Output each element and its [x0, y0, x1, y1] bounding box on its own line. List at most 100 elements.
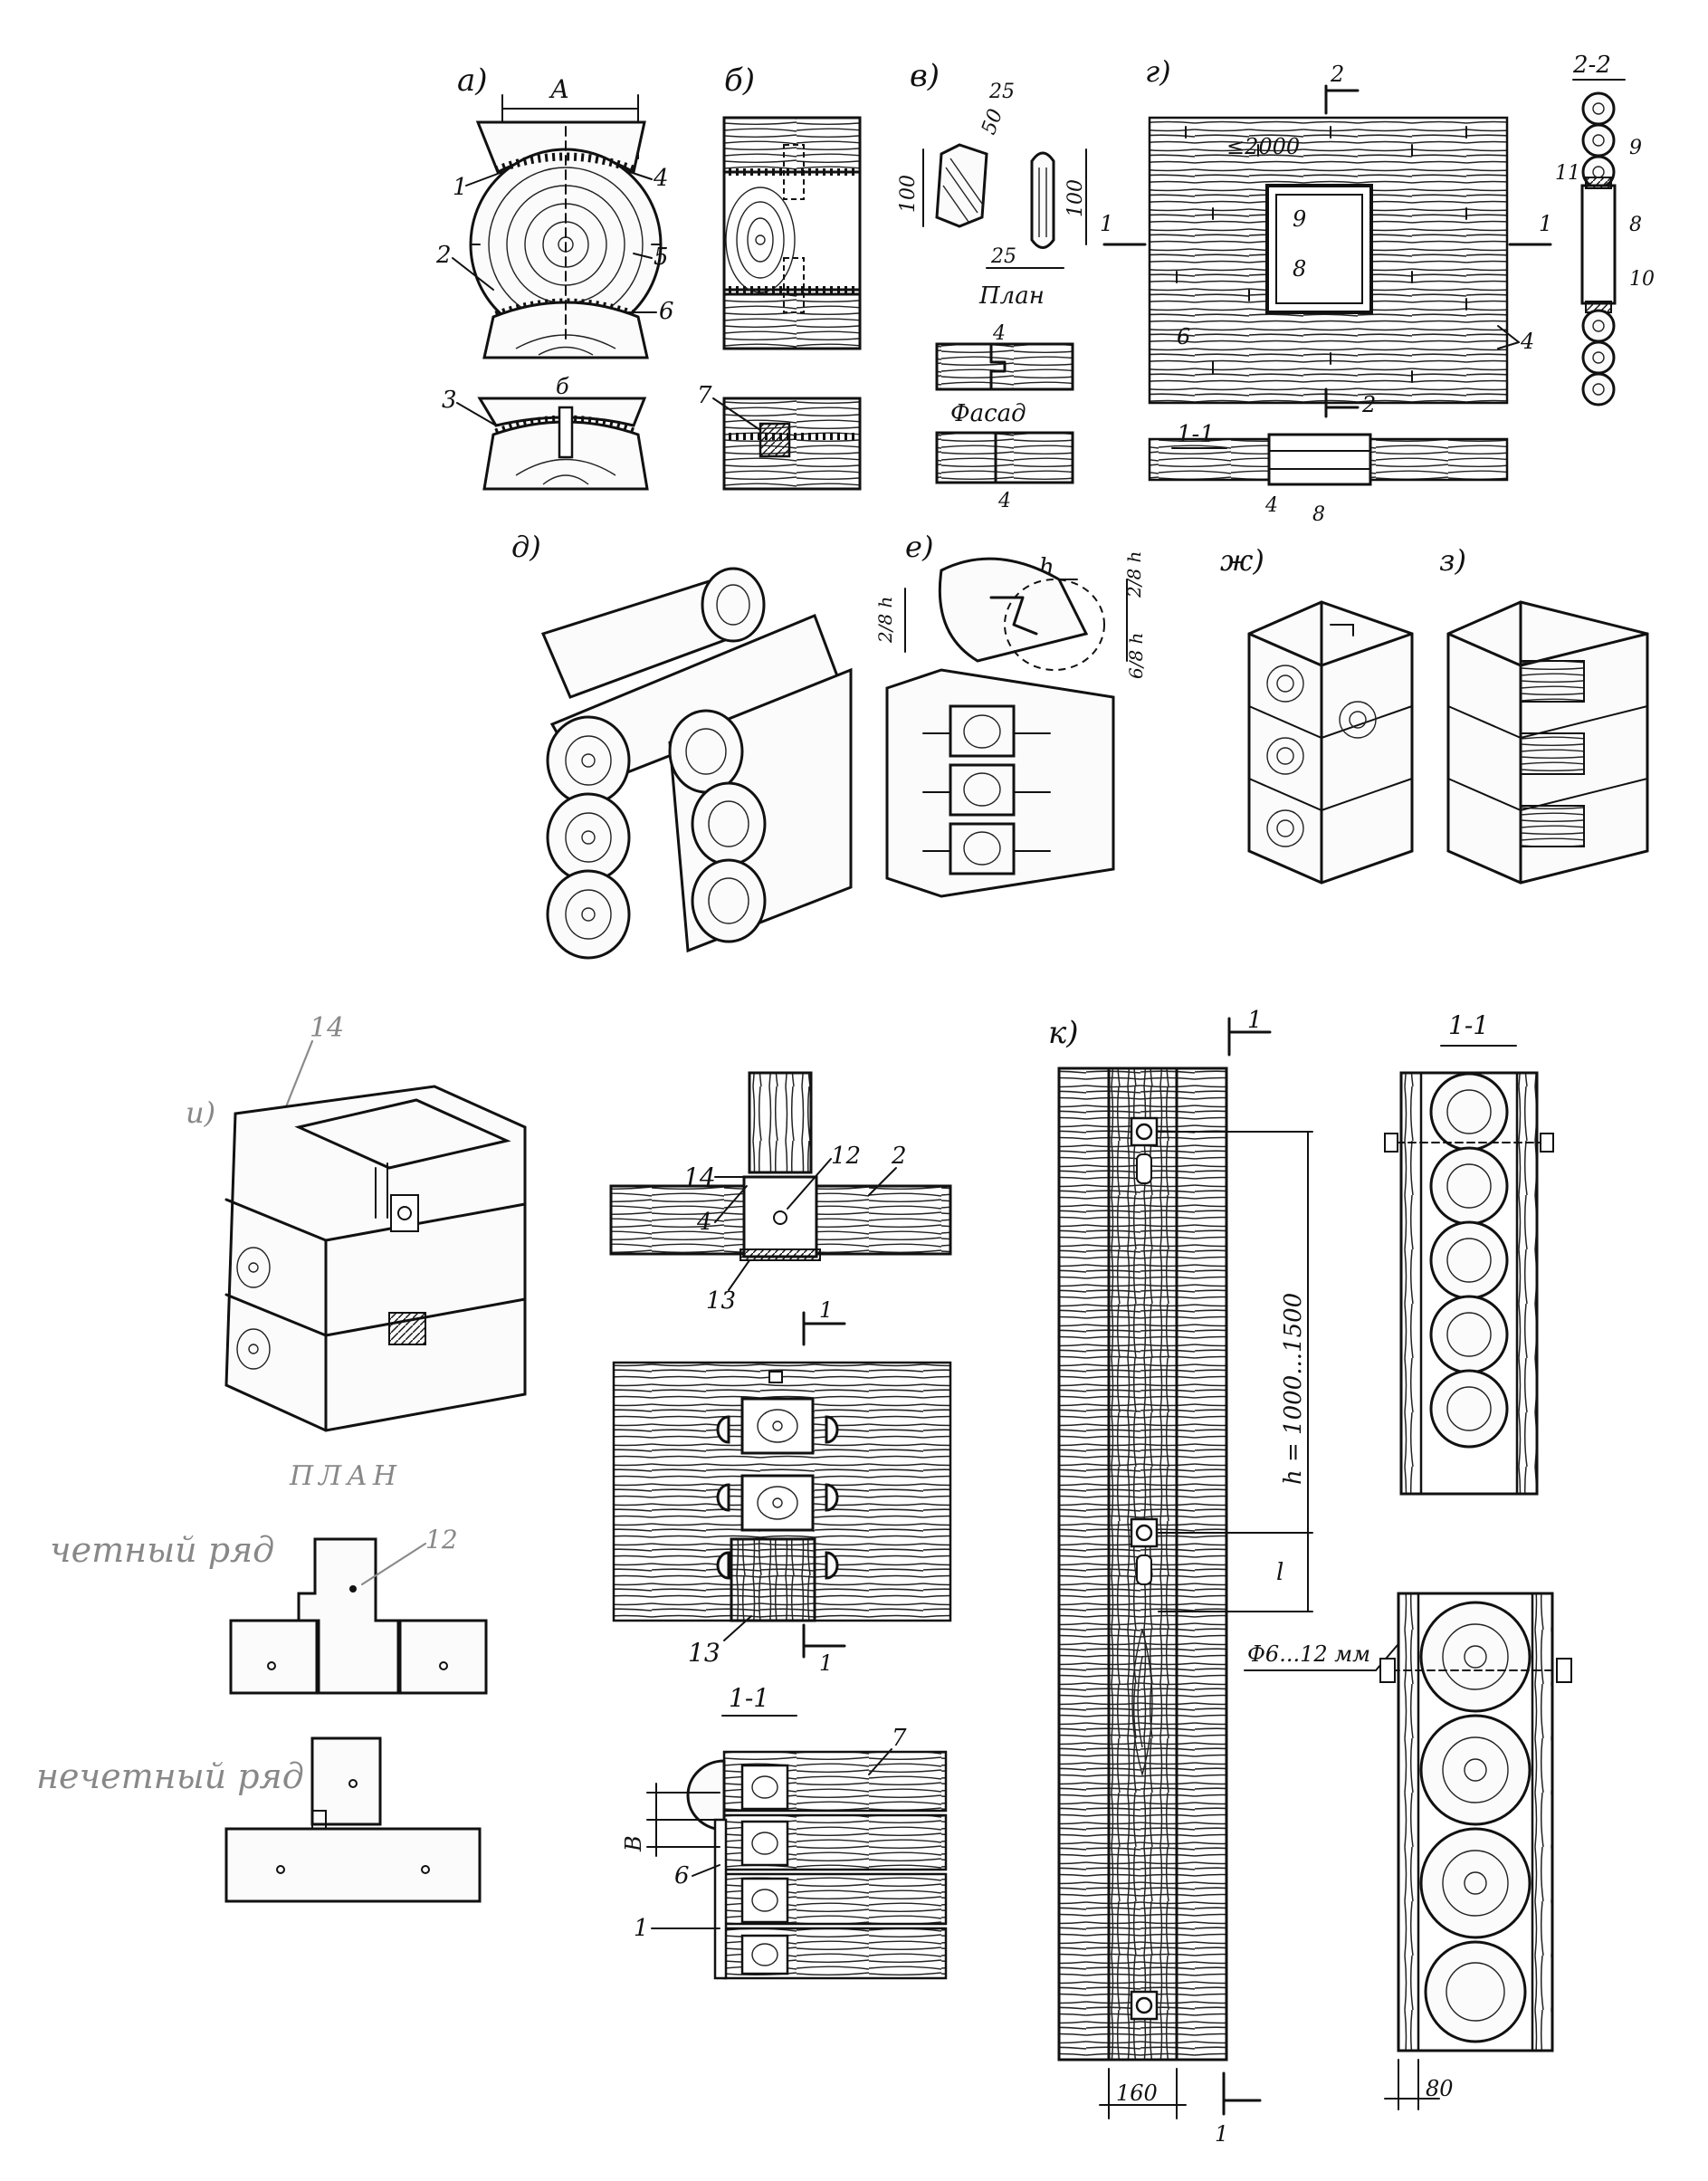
- post-elevation: [716, 1371, 839, 1622]
- course-lines: [1447, 705, 1648, 812]
- callout-11: 11: [1555, 162, 1580, 185]
- leader: [723, 1615, 752, 1641]
- vertical-joints: [1176, 126, 1467, 383]
- leader: [624, 169, 653, 180]
- dowel-square: [935, 143, 988, 228]
- panel-zh-label: ж): [1220, 543, 1264, 578]
- panel-d-label: д): [511, 530, 541, 564]
- cut-mark-label: 1: [1100, 211, 1113, 236]
- dim-2-8h-left: 2/8 h: [874, 597, 896, 644]
- cut-mark-label: 1: [1247, 1007, 1263, 1034]
- panel-i: и) 14 ПЛАН 12 четный ряд нечетный ряд: [36, 1012, 527, 1903]
- iso-wall-block: [224, 1085, 527, 1432]
- label-facade: Фасад: [950, 400, 1026, 427]
- callout-12-plan: 12: [425, 1525, 458, 1554]
- leader: [283, 1039, 314, 1111]
- beam: [722, 170, 862, 292]
- cut-mark-label: 1: [819, 1297, 833, 1323]
- callout-4-section: 4: [1264, 494, 1278, 517]
- dovetail-joint: [938, 557, 1089, 663]
- log-ring: [716, 584, 750, 626]
- callout-9: 9: [1293, 206, 1306, 232]
- dim-h-range: h = 1000...1500: [1280, 1293, 1307, 1485]
- beam-section-b: [722, 397, 862, 491]
- panel-a: а) А 1 2 3 4 5 6: [435, 62, 674, 491]
- log-rings: [515, 458, 616, 485]
- label-plan: План: [978, 282, 1045, 310]
- panel-v: в) 25 50 100 100 25 План 4 Фасад 4: [897, 58, 1087, 512]
- window-opening: [1265, 184, 1373, 314]
- corner-edges: [1247, 600, 1414, 885]
- plan-even-right: [398, 1619, 488, 1695]
- block-edges: [224, 1198, 527, 1432]
- panel-g-label: г): [1145, 54, 1171, 89]
- cut-mark-label: 2: [1361, 392, 1376, 417]
- panel-e: е) h 2/8 h 2/8 h 6/8 h: [874, 530, 1147, 898]
- callout-4: 4: [1520, 329, 1534, 354]
- bolt: [397, 1206, 412, 1220]
- cut-mark-1-mid-bottom: [802, 1623, 846, 1659]
- strap: [375, 1162, 388, 1219]
- leader: [1497, 341, 1520, 349]
- dowel-grain: [1038, 167, 1047, 237]
- bolts-k: [1130, 1116, 1159, 2021]
- log-ends-left: [546, 715, 631, 960]
- dowel: [558, 406, 574, 459]
- callout-4-plan: 4: [992, 322, 1006, 345]
- plan-even-left: [229, 1619, 319, 1695]
- bolt: [773, 1210, 787, 1225]
- dim-lines: [1384, 2059, 1440, 2110]
- callout-6: 6: [1177, 324, 1190, 349]
- section-1-1-k-title: 1-1: [1448, 1010, 1489, 1040]
- dim-lines: [1099, 2068, 1187, 2119]
- log-ends-right: [668, 709, 767, 943]
- corner-stack: [885, 668, 1115, 898]
- callout-12: 12: [831, 1143, 861, 1170]
- tenon: [1520, 805, 1585, 847]
- callout-8-sec: 8: [1312, 503, 1325, 526]
- insulation-top: [494, 152, 637, 175]
- note-odd-row: нечетный ряд: [36, 1756, 304, 1796]
- dowel-grain: [942, 158, 983, 223]
- callout-8-section: 8: [1629, 214, 1642, 236]
- key-dowel: [759, 422, 791, 458]
- cut-mark-1-bottom-k: [1222, 2071, 1262, 2116]
- panel-b: б) 7: [697, 62, 862, 491]
- panel-zh: ж): [1220, 543, 1414, 885]
- callout-13-elev: 13: [688, 1638, 720, 1668]
- callout-10: 10: [1629, 268, 1655, 291]
- callout-1: 1: [453, 174, 468, 201]
- leader: [452, 257, 494, 291]
- dim-100-left: 100: [897, 175, 920, 213]
- note-even-row: четный ряд: [50, 1530, 274, 1570]
- bolt-diameter: Ф6...12 мм: [1247, 1641, 1370, 1667]
- nail: [276, 1865, 285, 1874]
- iso-end-grain: [236, 1247, 271, 1370]
- leader: [692, 1864, 720, 1877]
- section-k-top: [1384, 1071, 1554, 1496]
- panel-v-label: в): [910, 58, 940, 94]
- panel-k-label: к): [1048, 1015, 1079, 1051]
- joint-cut: [989, 342, 1007, 391]
- panel-e-label: е): [905, 530, 933, 564]
- width-160: 160: [1116, 2081, 1158, 2106]
- callout-5: 5: [654, 244, 669, 271]
- section-k-bottom: [1379, 1592, 1572, 2052]
- callout-2: 2: [891, 1143, 907, 1170]
- callout-8: 8: [1293, 256, 1306, 282]
- leader: [868, 1748, 892, 1775]
- dim-l: l: [1276, 1559, 1283, 1586]
- section-1-1-mid-title: 1-1: [729, 1683, 769, 1713]
- dowel-round: [1030, 151, 1055, 249]
- hidden-dowel-top: [783, 144, 805, 200]
- callout-6: 6: [659, 298, 674, 325]
- dim-lines-k: [1158, 1131, 1313, 1612]
- notch: [311, 1810, 327, 1830]
- callout-2: 2: [435, 242, 452, 269]
- joint-key: [388, 1312, 426, 1345]
- dim-50: 50: [978, 106, 1007, 138]
- callout-9-section: 9: [1629, 137, 1642, 159]
- log-end: [701, 567, 766, 643]
- panel-d: д): [511, 530, 853, 960]
